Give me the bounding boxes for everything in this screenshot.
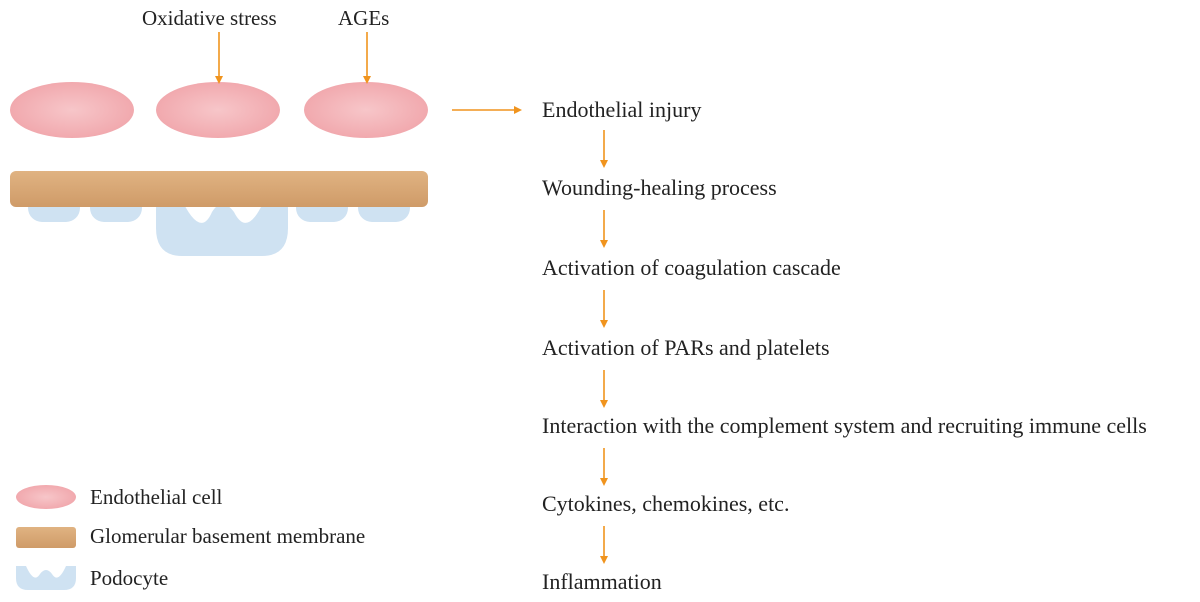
legend-gbm-icon bbox=[16, 527, 76, 548]
podocyte-body bbox=[156, 196, 288, 256]
legend-gbm-label: Glomerular basement membrane bbox=[90, 524, 366, 548]
ages-label: AGEs bbox=[338, 6, 390, 30]
legend-endothelial-cell-icon bbox=[16, 485, 76, 509]
step-coagulation-cascade: Activation of coagulation cascade bbox=[542, 255, 841, 280]
endothelial-cell bbox=[10, 82, 134, 138]
legend-endothelial-cell-label: Endothelial cell bbox=[90, 485, 223, 509]
step-endothelial-injury: Endothelial injury bbox=[542, 97, 702, 122]
legend-podocyte-icon bbox=[16, 566, 76, 590]
legend-podocyte-label: Podocyte bbox=[90, 566, 169, 590]
endothelial-cell bbox=[304, 82, 428, 138]
step-pars-platelets: Activation of PARs and platelets bbox=[542, 335, 830, 360]
step-cytokines: Cytokines, chemokines, etc. bbox=[542, 491, 790, 516]
step-complement-immune: Interaction with the complement system a… bbox=[542, 413, 1147, 438]
step-wounding-healing: Wounding-healing process bbox=[542, 175, 777, 200]
oxidative-stress-label: Oxidative stress bbox=[142, 6, 277, 30]
glomerular-basement-membrane bbox=[10, 171, 428, 207]
step-inflammation: Inflammation bbox=[542, 569, 662, 594]
endothelial-cell bbox=[156, 82, 280, 138]
